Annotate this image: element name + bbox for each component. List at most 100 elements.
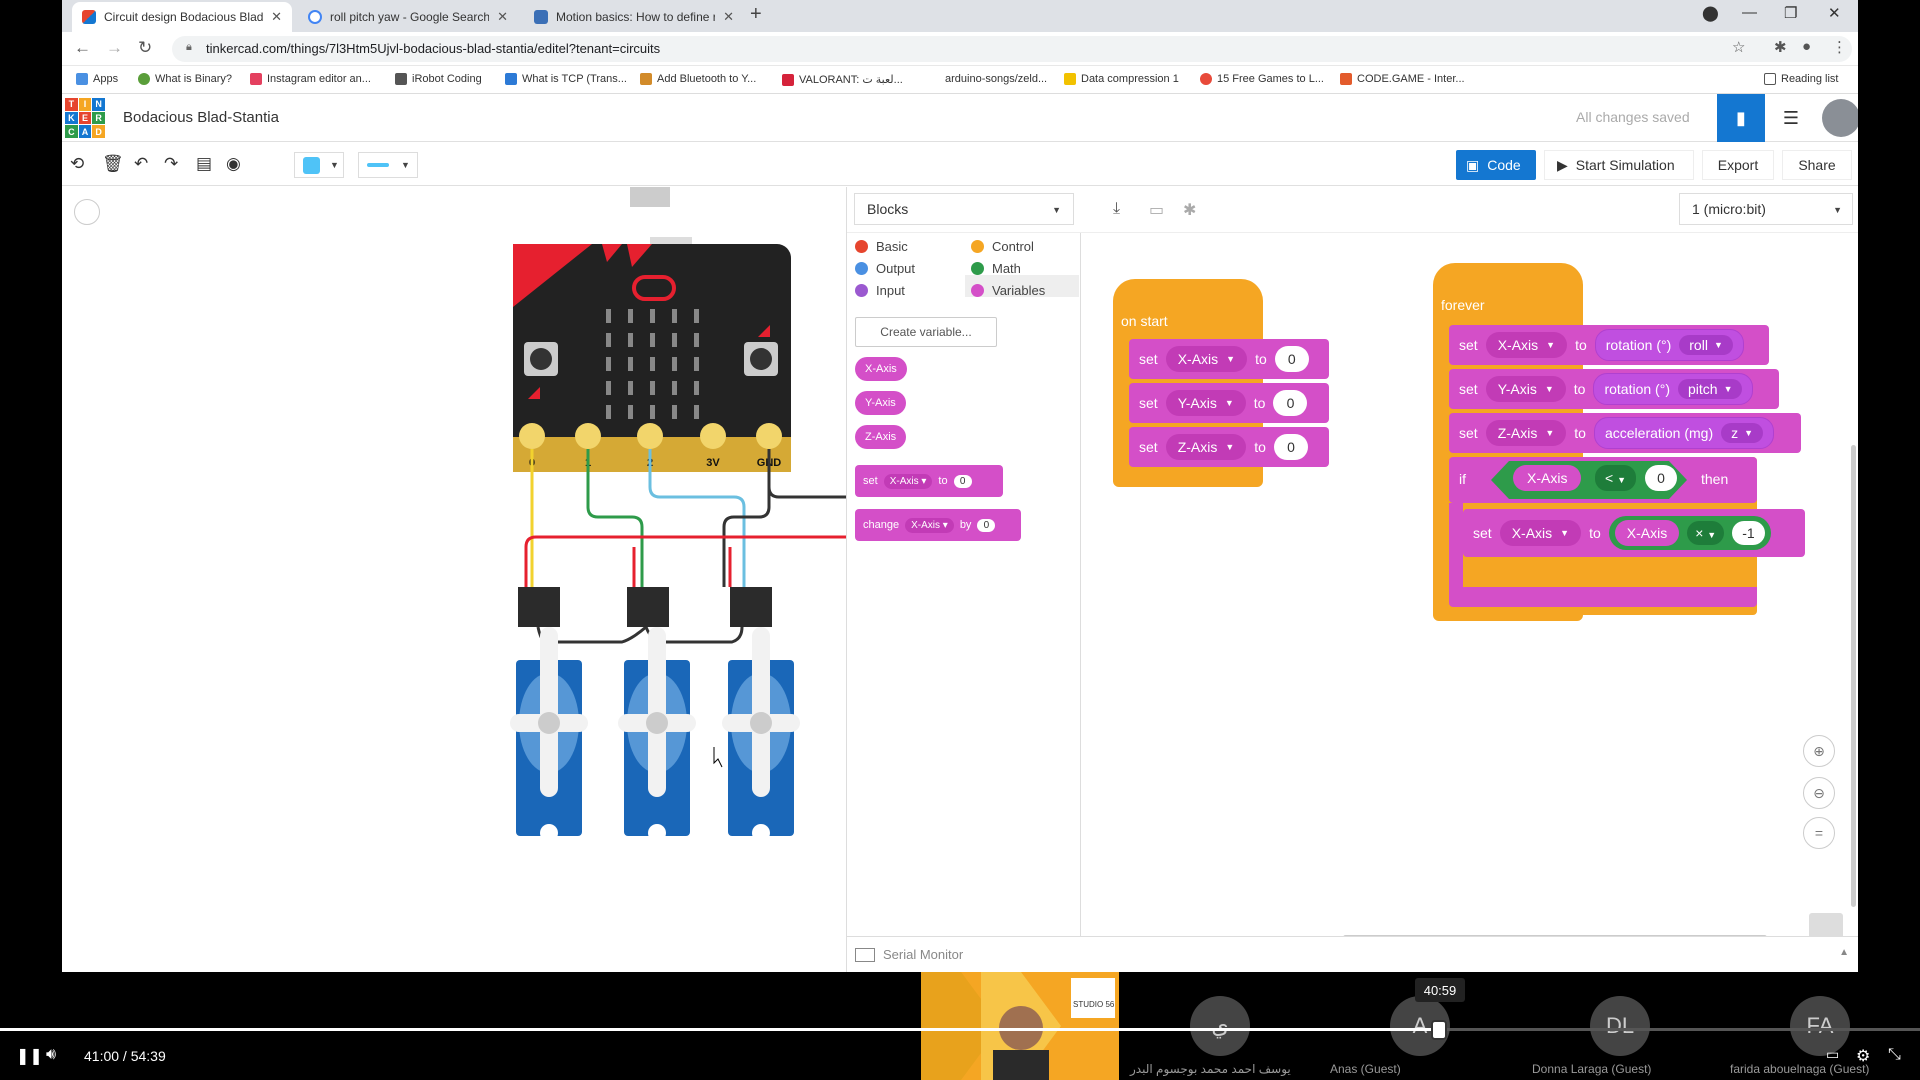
forward-arrow-icon[interactable]: → [106, 38, 123, 57]
bookmark-item[interactable]: What is TCP (Trans... [505, 73, 627, 85]
download-icon[interactable]: ⤓ [1113, 200, 1121, 217]
tab-google-search[interactable]: roll pitch yaw - Google Search ✕ [298, 2, 518, 32]
circuit-canvas[interactable]: 0 1 2 3V GND [62, 187, 846, 972]
code-button[interactable]: ▣Code [1456, 150, 1536, 180]
servo-motor[interactable] [722, 627, 800, 842]
participant-avatar[interactable]: ي [1190, 996, 1250, 1056]
variable-dropdown[interactable]: Y-Axis▼ [1165, 390, 1246, 416]
category-control[interactable]: Control [971, 239, 1034, 254]
tab-motion-basics[interactable]: Motion basics: How to define rol ✕ [524, 2, 744, 32]
back-arrow-icon[interactable]: ← [74, 38, 91, 57]
wire-type-picker[interactable]: ▼ [358, 152, 418, 178]
profile-icon[interactable]: ● [1802, 38, 1812, 55]
restore-icon[interactable]: ❐ [1784, 5, 1798, 22]
serial-monitor-bar[interactable]: Serial Monitor ▲ [847, 936, 1858, 972]
bookmark-item[interactable]: 15 Free Games to L... [1200, 73, 1324, 85]
wires[interactable] [524, 449, 846, 645]
export-button[interactable]: Export [1702, 150, 1774, 180]
bookmark-item[interactable]: VALORANT: لعبة ت... [782, 73, 903, 86]
participant-avatar[interactable]: DL [1590, 996, 1650, 1056]
variable-reporter[interactable]: X-Axis [1614, 520, 1680, 546]
operator-dropdown[interactable]: < ▼ [1595, 465, 1636, 491]
upload-icon[interactable]: ▭ [1149, 202, 1165, 219]
bookmark-item[interactable]: Data compression 1 [1064, 73, 1179, 85]
url-bar[interactable]: 🔒︎ tinkercad.com/things/7l3Htm5Ujvl-boda… [172, 36, 1852, 62]
volume-icon[interactable]: 🔊︎ [46, 1046, 57, 1063]
bookmark-item[interactable]: What is Binary? [138, 73, 232, 85]
avatar[interactable] [1822, 99, 1858, 137]
tab-circuit-design[interactable]: Circuit design Bodacious Blad-St ✕ [72, 2, 292, 32]
variable-dropdown[interactable]: X-Axis▼ [1499, 520, 1582, 546]
number-input[interactable]: 0 [1273, 390, 1308, 416]
video-progress-bar[interactable] [0, 1028, 1920, 1031]
tinkercad-logo[interactable]: T I N K E R C A D [65, 98, 105, 138]
participant-avatar[interactable]: FA [1790, 996, 1850, 1056]
zoom-in-icon[interactable]: ⊕ [1803, 735, 1835, 767]
set-block[interactable]: set Y-Axis▼ to 0 [1129, 383, 1329, 423]
rotate-icon[interactable]: ⟲ [70, 154, 85, 173]
device-select[interactable]: 1 (micro:bit)▼ [1679, 193, 1853, 225]
variable-dropdown[interactable]: X-Axis ▾ [883, 473, 933, 489]
set-block[interactable]: set Z-Axis▼ to acceleration (mg)z▼ [1449, 413, 1801, 453]
bookmark-item[interactable]: Add Bluetooth to Y... [640, 73, 756, 85]
settings-gear-icon[interactable]: ⚙ [1856, 1048, 1871, 1065]
debug-bug-icon[interactable]: ✱ [1183, 202, 1197, 219]
microbit-board[interactable] [513, 244, 791, 472]
operator-dropdown[interactable]: × ▼ [1687, 521, 1725, 545]
blocks-workspace[interactable]: on start set X-Axis▼ to 0 set Y-Axis▼ to… [1081, 233, 1858, 959]
servo-motor[interactable] [510, 627, 588, 842]
set-block[interactable]: set X-Axis▼ to 0 [1129, 339, 1329, 379]
close-tab-icon[interactable]: ✕ [497, 9, 508, 24]
math-block[interactable]: X-Axis × ▼ -1 [1608, 516, 1771, 550]
chevron-up-icon[interactable]: ▲ [1839, 947, 1849, 958]
redo-icon[interactable]: ↷ [164, 154, 179, 173]
extensions-icon[interactable]: ✱ [1774, 39, 1787, 56]
zoom-reset-icon[interactable]: = [1803, 817, 1835, 849]
variable-block[interactable]: X-Axis [855, 357, 907, 381]
variable-block[interactable]: Z-Axis [855, 425, 907, 449]
close-window-icon[interactable]: ✕ [1828, 5, 1841, 22]
captions-icon[interactable]: ▭ [1826, 1046, 1840, 1062]
bookmark-apps[interactable]: Apps [76, 73, 118, 85]
code-mode-select[interactable]: Blocks▼ [854, 193, 1074, 225]
category-math[interactable]: Math [971, 261, 1021, 276]
component-list-icon[interactable]: ☰ [1782, 107, 1800, 128]
create-variable-button[interactable]: Create variable... [855, 317, 997, 347]
number-input[interactable]: 0 [977, 518, 996, 532]
wire-color-picker[interactable]: ▼ [294, 152, 344, 178]
pause-icon[interactable]: ❚❚ [16, 1048, 43, 1065]
number-input[interactable]: 0 [1645, 465, 1677, 491]
set-variable-block[interactable]: set X-Axis ▾ to 0 [855, 465, 1003, 497]
acceleration-reporter[interactable]: acceleration (mg)z▼ [1593, 417, 1775, 449]
start-simulation-button[interactable]: ▶Start Simulation [1544, 150, 1694, 180]
number-input[interactable]: 0 [1273, 434, 1308, 460]
variable-dropdown[interactable]: Y-Axis▼ [1485, 376, 1566, 402]
variable-block[interactable]: Y-Axis [855, 391, 906, 415]
reload-icon[interactable]: ↻ [138, 38, 153, 57]
tab-search-icon[interactable]: ⬤ [1702, 5, 1719, 22]
reading-list[interactable]: Reading list [1764, 73, 1838, 85]
rotation-reporter[interactable]: rotation (°)roll▼ [1594, 329, 1744, 361]
variable-dropdown[interactable]: X-Axis▼ [1485, 332, 1568, 358]
servo-motor[interactable] [618, 627, 696, 842]
rotation-reporter[interactable]: rotation (°)pitch▼ [1593, 373, 1754, 405]
variable-dropdown[interactable]: X-Axis ▾ [905, 517, 954, 533]
number-input[interactable]: -1 [1732, 521, 1765, 545]
axis-dropdown[interactable]: z▼ [1721, 423, 1764, 443]
category-input[interactable]: Input [855, 283, 905, 298]
notes-icon[interactable]: ▤ [196, 154, 213, 173]
share-button[interactable]: Share [1782, 150, 1852, 180]
servo-connector[interactable] [730, 587, 772, 627]
variable-reporter[interactable]: X-Axis [1513, 465, 1582, 491]
project-name[interactable]: Bodacious Blad-Stantia [123, 109, 279, 126]
bookmark-item[interactable]: arduino-songs/zeld... [928, 73, 1047, 85]
axis-dropdown[interactable]: roll▼ [1679, 335, 1733, 355]
bookmark-item[interactable]: iRobot Coding [395, 73, 482, 85]
progress-scrubber[interactable] [1431, 1020, 1447, 1040]
menu-dots-icon[interactable]: ⋮ [1832, 39, 1847, 56]
number-input[interactable]: 0 [1274, 346, 1309, 372]
circuit-view-icon[interactable]: ▮ [1717, 94, 1765, 142]
close-tab-icon[interactable]: ✕ [271, 9, 282, 24]
zoom-out-icon[interactable]: ⊖ [1803, 777, 1835, 809]
set-block[interactable]: set Y-Axis▼ to rotation (°)pitch▼ [1449, 369, 1779, 409]
